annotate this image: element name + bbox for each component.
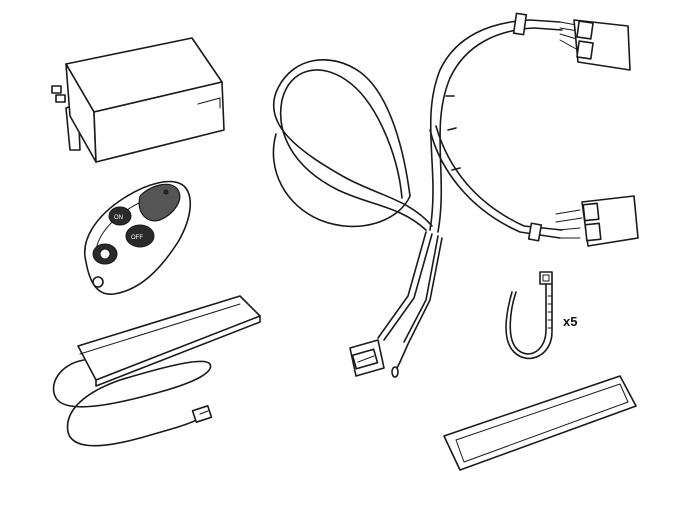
remote-key-fob: ON OFF (84, 180, 192, 295)
antenna-cable (52, 359, 213, 447)
antenna-plug (191, 405, 213, 423)
control-module (51, 37, 225, 163)
off-button[interactable]: OFF (125, 224, 155, 248)
wiring-harness (272, 12, 639, 378)
indicator-led (163, 189, 169, 195)
antenna-pad (77, 295, 261, 387)
keyring-hole (92, 276, 104, 288)
lock-icon (99, 248, 111, 260)
on-button[interactable]: ON (108, 206, 132, 226)
adhesive-strip (443, 375, 637, 471)
lock-button[interactable] (92, 243, 118, 265)
cable-tie (505, 271, 553, 360)
on-button-label: ON (114, 215, 123, 221)
cable-tie-quantity: x5 (563, 314, 578, 329)
off-button-label: OFF (131, 235, 143, 241)
